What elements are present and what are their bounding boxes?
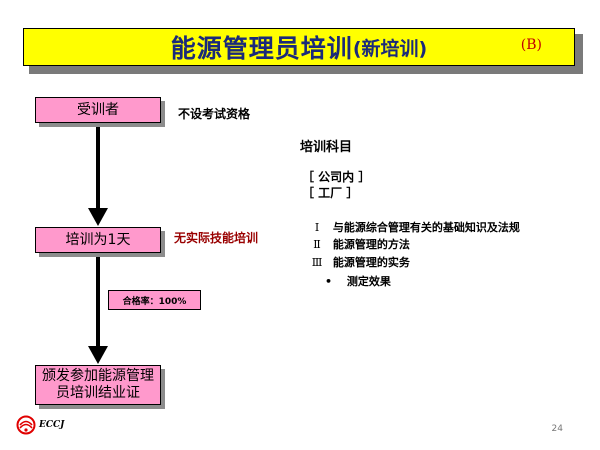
subjects-heading: 培训科目 xyxy=(300,140,353,155)
pass-rate-label: 合格率：100% xyxy=(122,296,187,307)
subject-sub-item: • 测定效果 xyxy=(325,273,391,289)
subject-item: Ⅱ 能源管理的方法 xyxy=(305,236,410,252)
exam-note: 不设考试资格 xyxy=(178,107,251,121)
eccj-emblem-icon xyxy=(16,415,36,435)
subject-item: Ⅰ 与能源综合管理有关的基础知识及法规 xyxy=(305,219,520,235)
bullet-icon: • xyxy=(325,275,333,288)
subject-text: 能源管理的方法 xyxy=(332,238,410,251)
certificate-box: 颁发参加能源管理员培训结业证 xyxy=(35,365,161,405)
certificate-label: 颁发参加能源管理员培训结业证 xyxy=(42,368,154,401)
eccj-logo: ECCJ xyxy=(16,415,64,435)
arrow-head-2 xyxy=(88,346,108,364)
subject-number: Ⅱ xyxy=(313,238,321,251)
trainee-box: 受训者 xyxy=(35,97,161,123)
duration-box: 培训为1天 xyxy=(35,227,161,253)
page-subtitle: (新培训) xyxy=(352,37,428,60)
subject-number: Ⅰ xyxy=(314,221,320,234)
subject-sub-text: 测定效果 xyxy=(346,275,391,288)
page-number: 24 xyxy=(551,424,563,434)
location-company: ［ 公司内 ］ xyxy=(302,170,371,184)
arrow-head-1 xyxy=(88,208,108,226)
slide-tag: (B) xyxy=(520,37,542,53)
duration-label: 培训为1天 xyxy=(65,231,131,248)
title-banner: 能源管理员培训 (新培训) (B) xyxy=(23,28,575,66)
skill-note: 无实际技能培训 xyxy=(174,231,259,245)
subject-text: 能源管理的实务 xyxy=(332,256,410,269)
subject-number: Ⅲ xyxy=(311,256,323,269)
logo-text: ECCJ xyxy=(39,420,65,430)
pass-rate-box: 合格率：100% xyxy=(108,290,201,310)
page-title: 能源管理员培训 xyxy=(170,34,353,63)
trainee-label: 受训者 xyxy=(77,101,119,118)
location-factory: ［ 工厂 ］ xyxy=(302,186,359,200)
subject-item: Ⅲ 能源管理的实务 xyxy=(305,254,410,270)
subject-text: 与能源综合管理有关的基础知识及法规 xyxy=(332,221,520,234)
